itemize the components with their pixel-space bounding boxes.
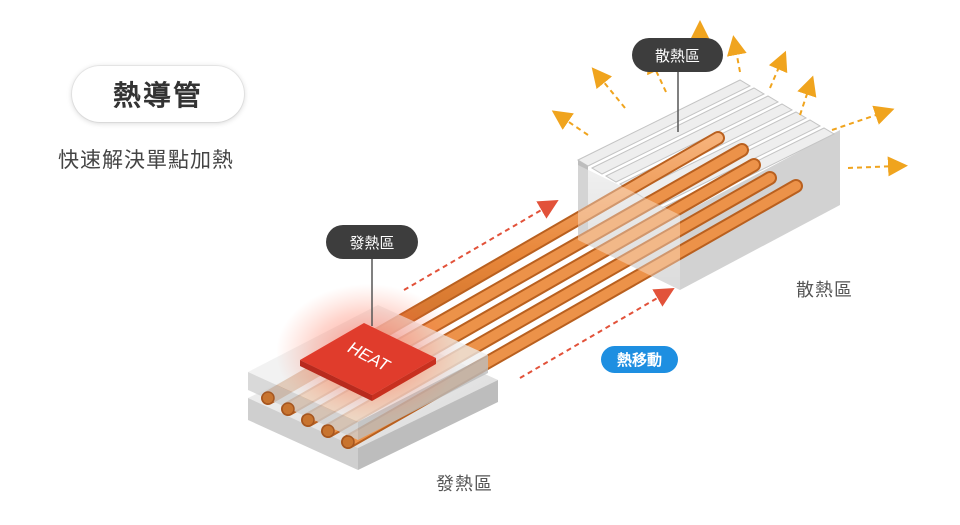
heat-transfer-text: 熱移動 <box>616 351 662 369</box>
heat-transfer-badge: 熱移動 <box>601 346 678 373</box>
pipe-ends <box>261 391 355 449</box>
page-title: 熱導管 <box>112 79 203 112</box>
heat-transfer-arrows <box>403 199 675 379</box>
heat-sink-label: 散熱區 <box>796 280 853 301</box>
heat-source-tag: 發熱區 <box>326 225 418 259</box>
heat-block <box>300 323 436 401</box>
heat-sink-tag-text: 散熱區 <box>654 46 700 65</box>
subtitle: 快速解決單點加熱 <box>58 148 234 172</box>
heat-source-label: 發熱區 <box>436 474 493 495</box>
heat-source-tag-text: 發熱區 <box>349 233 395 252</box>
heat-sink-overlay <box>578 165 680 290</box>
title-pill: 熱導管 <box>72 66 244 122</box>
heat-sink-tag: 散熱區 <box>632 38 723 72</box>
